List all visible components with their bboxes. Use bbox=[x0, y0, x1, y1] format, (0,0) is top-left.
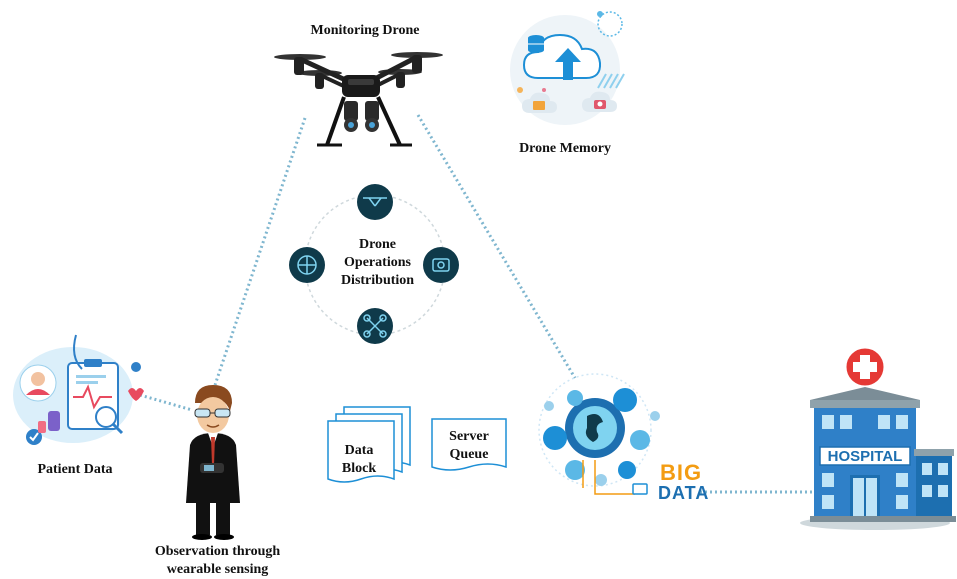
user-with-wearable-icon bbox=[186, 385, 240, 540]
server-queue-label-line2: Queue bbox=[449, 447, 489, 462]
patient-data-label: Patient Data bbox=[37, 462, 113, 477]
big-data-icon bbox=[538, 373, 660, 495]
hospital-sign-label: HOSPITAL bbox=[827, 448, 903, 465]
hospital-icon bbox=[800, 345, 956, 530]
operations-label-line3: Distribution bbox=[340, 273, 415, 288]
camera-icon bbox=[423, 247, 459, 283]
operations-label-line2: Operations bbox=[344, 255, 411, 270]
patient-data-icon bbox=[13, 334, 144, 445]
server-queue-icon bbox=[431, 418, 507, 471]
cloud-storage-icon bbox=[510, 11, 625, 125]
drone-memory-label: Drone Memory bbox=[519, 141, 611, 156]
big-label: BIG bbox=[660, 460, 703, 485]
operations-cycle bbox=[289, 184, 459, 344]
link-patient-to-user bbox=[139, 393, 193, 412]
monitoring-drone-label: Monitoring Drone bbox=[310, 23, 420, 38]
observation-label-line1: Observation through bbox=[154, 544, 281, 559]
data-label: DATA bbox=[658, 483, 710, 503]
link-drone-to-user bbox=[213, 117, 307, 386]
data-block-label-line1: Data bbox=[344, 443, 374, 458]
operations-label-line1: Drone bbox=[358, 237, 397, 252]
server-queue-label-line1: Server bbox=[449, 429, 489, 444]
data-block-icon bbox=[327, 406, 411, 483]
drone-icon bbox=[274, 52, 443, 147]
observation-label-line2: wearable sensing bbox=[166, 562, 269, 577]
drone-icon bbox=[357, 184, 393, 220]
link-drone-to-bigdata bbox=[416, 114, 577, 379]
data-block-label-line2: Block bbox=[341, 461, 377, 476]
